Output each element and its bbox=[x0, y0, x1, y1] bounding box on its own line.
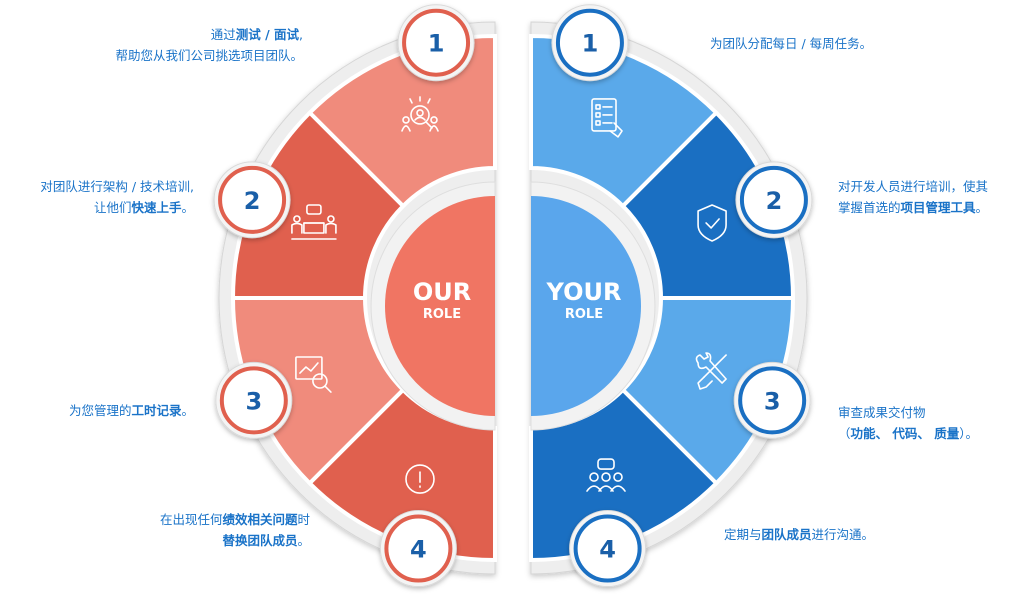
tools-icon bbox=[695, 352, 727, 390]
caption-text: 对团队进行架构 / 技术培训, bbox=[40, 179, 194, 194]
caption-line: 对开发人员进行培训，使其 bbox=[838, 176, 988, 197]
caption-line: 替换团队成员。 bbox=[160, 530, 310, 551]
your-step-caption-3: 审查成果交付物 （功能、 代码、 质量）。 bbox=[838, 402, 978, 444]
caption-line: 掌握首选的项目管理工具。 bbox=[838, 197, 988, 218]
team-meeting-icon bbox=[291, 204, 337, 240]
our-step-caption-2: 对团队进行架构 / 技术培训, 让他们快速上手。 bbox=[40, 176, 194, 218]
our-step-caption-1: 通过测试 / 面试, 帮助您从我们公司挑选项目团队。 bbox=[115, 24, 303, 66]
our-step-badge-1: 1 bbox=[397, 4, 475, 82]
your-role-title: YOUR bbox=[546, 278, 622, 306]
your-role-segment-3 bbox=[620, 296, 796, 487]
caption-text: 让他们 bbox=[93, 200, 132, 215]
task-list-icon bbox=[591, 98, 623, 138]
your-role-subtitle: ROLE bbox=[565, 307, 603, 322]
caption-text: 绩效相关问题 bbox=[222, 512, 298, 527]
caption-line: 为团队分配每日 / 每周任务。 bbox=[710, 33, 872, 54]
caption-text: 在出现任何 bbox=[159, 512, 223, 527]
your-step-caption-4: 定期与团队成员进行沟通。 bbox=[724, 524, 874, 545]
caption-text: 工时记录 bbox=[131, 403, 182, 418]
step-number: 3 bbox=[245, 387, 262, 415]
step-number: 2 bbox=[766, 187, 783, 215]
our-step-badge-2: 2 bbox=[213, 161, 291, 239]
caption-line: 审查成果交付物 bbox=[838, 402, 978, 423]
your-step-caption-1: 为团队分配每日 / 每周任务。 bbox=[710, 33, 872, 54]
chart-analysis-icon bbox=[295, 356, 332, 393]
your-step-badge-2: 2 bbox=[735, 161, 813, 239]
step-number: 1 bbox=[582, 30, 599, 58]
your-step-badge-1: 1 bbox=[551, 4, 629, 82]
caption-text: 。 bbox=[975, 200, 989, 215]
our-role-hub bbox=[385, 196, 495, 416]
our-role-title: OUR bbox=[413, 278, 471, 306]
step-number: 1 bbox=[428, 30, 445, 58]
alert-icon bbox=[405, 464, 435, 494]
your-role-hub bbox=[531, 196, 641, 416]
your-role-segment-2 bbox=[620, 109, 796, 300]
our-role-half: OUR ROLE 1 2 3 4 bbox=[213, 4, 497, 588]
caption-text: 。 bbox=[181, 200, 194, 215]
caption-text: （ bbox=[838, 426, 851, 441]
caption-text: 功能、 代码、 质量 bbox=[850, 426, 960, 441]
your-step-badge-4: 4 bbox=[569, 510, 647, 588]
caption-text: 快速上手 bbox=[131, 200, 182, 215]
caption-line: 对团队进行架构 / 技术培训, bbox=[40, 176, 194, 197]
our-step-badge-4: 4 bbox=[379, 510, 457, 588]
our-step-caption-3: 为您管理的工时记录。 bbox=[69, 400, 194, 421]
our-role-subtitle: ROLE bbox=[423, 307, 461, 322]
interview-search-icon bbox=[401, 96, 439, 132]
caption-line: 为您管理的工时记录。 bbox=[69, 400, 194, 421]
our-step-caption-4: 在出现任何绩效相关问题时替换团队成员。 bbox=[160, 509, 310, 551]
caption-line: 在出现任何绩效相关问题时 bbox=[160, 509, 310, 530]
caption-text: 定期与 bbox=[724, 527, 762, 542]
shield-check-icon bbox=[697, 204, 727, 242]
caption-text: 。 bbox=[859, 36, 873, 51]
caption-text: 审查成果交付物 bbox=[838, 405, 926, 420]
caption-text: 时 bbox=[297, 512, 310, 527]
caption-text: 掌握首选的 bbox=[838, 200, 901, 215]
caption-text: 为团队分配每日 / 每周任务 bbox=[710, 36, 860, 51]
caption-text: 。 bbox=[181, 403, 194, 418]
step-number: 3 bbox=[764, 387, 781, 415]
caption-line: （功能、 代码、 质量）。 bbox=[838, 423, 978, 444]
our-role-badges: 1 2 3 4 bbox=[213, 4, 475, 588]
your-step-caption-2: 对开发人员进行培训，使其掌握首选的项目管理工具。 bbox=[838, 176, 988, 218]
caption-line: 让他们快速上手。 bbox=[40, 197, 194, 218]
your-role-segments bbox=[529, 33, 796, 563]
caption-text: 项目管理工具 bbox=[900, 200, 976, 215]
caption-text: 替换团队成员 bbox=[222, 533, 298, 548]
caption-text: 通过 bbox=[210, 27, 236, 42]
caption-line: 定期与团队成员进行沟通。 bbox=[724, 524, 874, 545]
our-role-icons bbox=[291, 96, 439, 494]
caption-text: 进行沟通。 bbox=[811, 527, 875, 542]
step-number: 2 bbox=[244, 187, 261, 215]
your-role-icons bbox=[586, 98, 727, 492]
caption-text: 。 bbox=[297, 533, 310, 548]
your-step-badge-3: 3 bbox=[733, 361, 811, 439]
step-number: 4 bbox=[410, 536, 427, 564]
step-number: 4 bbox=[599, 536, 616, 564]
our-step-badge-3: 3 bbox=[215, 361, 293, 439]
team-group-icon bbox=[586, 458, 626, 492]
caption-line: 通过测试 / 面试, bbox=[115, 24, 303, 45]
caption-text: 对开发人员进行培训，使其 bbox=[838, 179, 989, 194]
your-role-badges: 1 2 3 4 bbox=[551, 4, 813, 588]
caption-text: 团队成员 bbox=[761, 527, 812, 542]
your-role-half: YOUR ROLE 1 2 3 4 bbox=[529, 4, 813, 588]
caption-text: ）。 bbox=[959, 426, 978, 441]
caption-line: 帮助您从我们公司挑选项目团队。 bbox=[115, 45, 303, 66]
caption-text: 测试 / 面试 bbox=[235, 27, 300, 42]
caption-text: 为您管理的 bbox=[68, 403, 132, 418]
caption-text: 帮助您从我们公司挑选项目团队。 bbox=[115, 48, 303, 63]
caption-text: , bbox=[299, 27, 303, 42]
our-role-segment-3 bbox=[230, 296, 406, 487]
